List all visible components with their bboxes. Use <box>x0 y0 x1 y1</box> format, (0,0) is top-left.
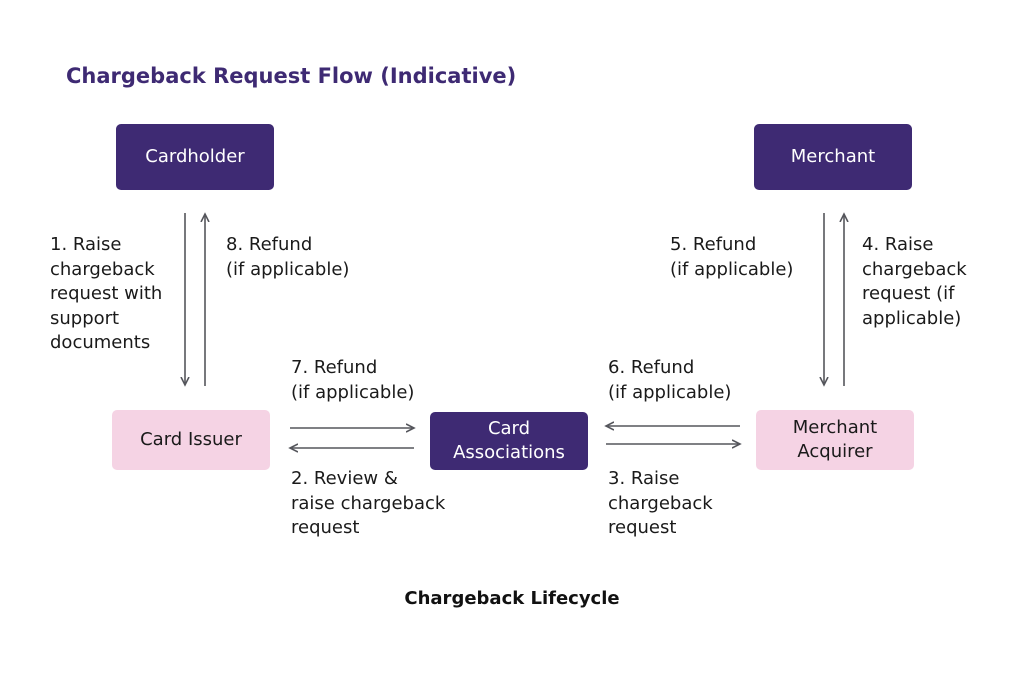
step-4-line: chargeback <box>862 258 967 280</box>
step-1-line: documents <box>50 332 151 353</box>
step-7-line: (if applicable) <box>291 381 415 403</box>
node-merchant-acquirer-line-2: Acquirer <box>797 441 873 462</box>
step-1-line: request with <box>50 283 163 304</box>
step-2-line: request <box>291 517 360 538</box>
step-3-line: chargeback <box>608 492 713 514</box>
step-6-line: 6. Refund <box>608 357 695 378</box>
step-5-line: (if applicable) <box>670 258 794 280</box>
node-cardholder: Cardholder <box>116 124 274 190</box>
node-card-associations: Card Associations <box>430 412 588 470</box>
step-5-line: 5. Refund <box>670 234 757 255</box>
node-merchant-acquirer: Merchant Acquirer <box>756 410 914 470</box>
step-8-line: 8. Refund <box>226 234 313 255</box>
step-5-label: 5. Refund (if applicable) <box>670 233 793 282</box>
step-8-label: 8. Refund (if applicable) <box>226 233 349 282</box>
step-4-line: applicable) <box>862 307 962 329</box>
step-3-line: 3. Raise <box>608 468 680 489</box>
step-7-label: 7. Refund (if applicable) <box>291 356 414 405</box>
step-1-label: 1. Raise chargeback request with support… <box>50 233 162 356</box>
diagram-title: Chargeback Request Flow (Indicative) <box>66 64 517 88</box>
node-cardholder-label: Cardholder <box>145 146 245 167</box>
step-4-line: request (if <box>862 283 955 304</box>
node-card-associations-line-1: Card <box>487 418 531 439</box>
step-3-line: request <box>608 517 677 538</box>
node-card-associations-line-2: Associations <box>453 442 565 463</box>
step-1-line: support <box>50 307 120 329</box>
step-2-line: 2. Review & <box>291 468 398 489</box>
step-6-line: (if applicable) <box>608 381 732 403</box>
node-card-issuer-label: Card Issuer <box>140 429 242 450</box>
step-4-label: 4. Raise chargeback request (if applicab… <box>862 233 967 331</box>
node-merchant-acquirer-line-1: Merchant <box>792 417 878 438</box>
diagram-caption: Chargeback Lifecycle <box>404 588 620 609</box>
step-3-label: 3. Raise chargeback request <box>608 467 713 541</box>
node-merchant-label: Merchant <box>790 146 876 167</box>
step-1-line: 1. Raise <box>50 234 122 255</box>
step-6-label: 6. Refund (if applicable) <box>608 356 731 405</box>
step-8-line: (if applicable) <box>226 258 350 280</box>
step-7-line: 7. Refund <box>291 357 378 378</box>
step-1-line: chargeback <box>50 258 155 280</box>
node-merchant: Merchant <box>754 124 912 190</box>
step-2-label: 2. Review & raise chargeback request <box>291 467 445 541</box>
step-4-line: 4. Raise <box>862 234 934 255</box>
node-card-issuer: Card Issuer <box>112 410 270 470</box>
step-2-line: raise chargeback <box>291 492 446 514</box>
